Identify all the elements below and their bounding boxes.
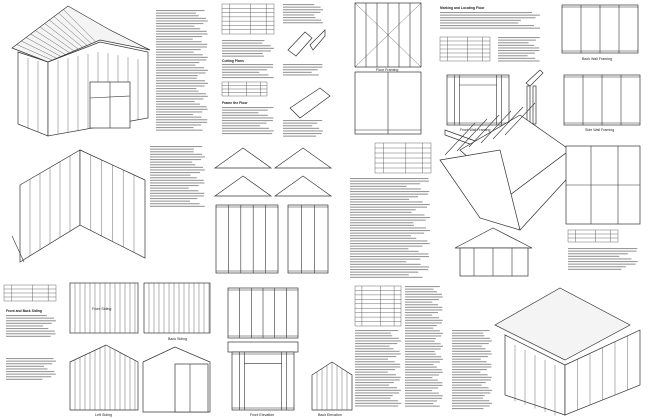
header-detail [525, 69, 544, 87]
shed-isometric-drawing [11, 5, 151, 137]
text-block [222, 107, 274, 135]
floor-framing-drawing: Floor Framing [354, 2, 422, 135]
wall-framing-drawing [227, 287, 299, 339]
text-block [6, 358, 56, 380]
joist-detail [287, 31, 313, 57]
wall-framing-drawing [215, 204, 279, 274]
wall-framing-drawing [561, 4, 639, 54]
gable-elevation [454, 227, 533, 277]
heading-front-back-siding: Front and Back Siding [6, 309, 42, 313]
cutting-list-table [221, 81, 268, 97]
shed-frame-isometric [494, 287, 641, 416]
back-elevation [311, 361, 353, 411]
siding-panel-drawing [143, 282, 211, 334]
text-block [355, 330, 401, 407]
floor-panel-detail [289, 87, 331, 119]
roof-framing-isometric [439, 102, 576, 231]
text-block [405, 286, 443, 407]
text-block [440, 12, 540, 29]
cutting-list-table [3, 284, 57, 302]
gable-siding [69, 344, 139, 411]
cutting-list-table [439, 36, 491, 62]
caption-back-siding: Back Siding [168, 337, 187, 341]
text-block [222, 64, 274, 79]
siding-panel-drawing [69, 282, 139, 334]
heading-marking-floor: Marking and Locating Floor [440, 6, 485, 10]
text-block [222, 40, 274, 57]
cutting-list-table [567, 229, 619, 243]
caption-front-siding: Front Siding [92, 307, 111, 311]
caption-side-wall-framing: Side Wall Framing [585, 128, 614, 132]
wall-framing-drawing [287, 204, 329, 274]
wall-framing-isometric [11, 149, 146, 263]
heading-cutting-plans: Cutting Plans [222, 59, 244, 63]
text-block [452, 330, 492, 410]
text-block [568, 248, 638, 270]
caption-left-siding: Left Siding [95, 413, 112, 417]
cutting-list-table [221, 3, 275, 35]
caption-front-wall-framing: Front Wall Framing [460, 128, 490, 132]
text-block [6, 315, 56, 337]
text-block [283, 4, 323, 24]
shed-side-view [142, 346, 211, 413]
caption-back-wall-framing: Back Wall Framing [582, 57, 612, 61]
wall-framing-drawing [563, 74, 641, 126]
caption-back-elevation: Back Elevation [318, 413, 342, 417]
text-block [498, 37, 540, 62]
caption-floor-framing: Floor Framing [376, 68, 398, 72]
text-block [283, 120, 323, 137]
wall-framing-drawing [231, 351, 295, 411]
heading-frame-floor: Frame the Floor [222, 101, 248, 105]
cutting-list-table [354, 285, 402, 327]
text-block [350, 178, 430, 278]
cutting-list-table [374, 142, 432, 174]
wall-framing-drawing [446, 74, 510, 126]
text-block [283, 64, 323, 76]
text-block [156, 10, 208, 131]
caption-front-elevation: Front Elevation [250, 413, 274, 417]
text-block [150, 146, 205, 207]
gable-trusses [213, 147, 333, 197]
roof-sheathing-plan [565, 145, 641, 225]
